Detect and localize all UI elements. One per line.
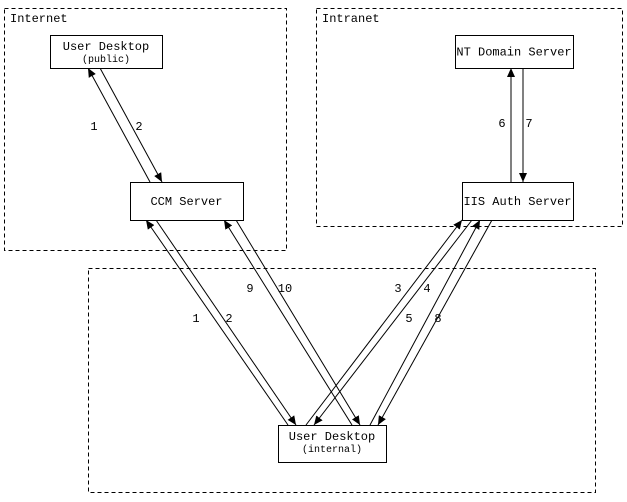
zones-layer: Internet Intranet <box>4 8 623 493</box>
edge-line-e3-iis-internal <box>305 219 463 426</box>
edge-label-e2-public-ccm: 2 <box>135 120 142 134</box>
node-nt-domain-server <box>455 35 574 69</box>
node-title-ccm-server: CCM Server <box>150 195 222 209</box>
zone-internet <box>4 8 287 251</box>
edge-label-e10-ccm-internal: 10 <box>278 282 292 296</box>
edge-line-e2-ccm-internal <box>155 219 297 426</box>
zone-internal-zone <box>88 268 596 493</box>
edge-label-e1-public-ccm: 1 <box>90 120 97 134</box>
node-subtitle-user-desktop-internal: (internal) <box>302 444 362 456</box>
edge-label-e7-nt-iis: 7 <box>525 117 532 131</box>
edge-line-e1-public-ccm <box>87 67 151 183</box>
zone-label-intranet: Intranet <box>322 12 380 26</box>
edge-label-e6-nt-iis: 6 <box>498 117 505 131</box>
edge-label-e3-iis-internal: 3 <box>394 282 401 296</box>
edge-label-e8-iis-internal: 8 <box>434 312 441 326</box>
edge-line-e4-iis-internal <box>313 219 473 426</box>
edge-line-e9-ccm-internal <box>223 219 353 426</box>
edge-label-e5-iis-internal: 5 <box>405 312 412 326</box>
node-ccm-server <box>130 182 244 221</box>
zone-label-internet: Internet <box>10 12 68 26</box>
edges-layer: 1 2 6 7 9 10 1 2 3 4 5 8 <box>87 67 533 426</box>
node-title-nt-domain-server: NT Domain Server <box>456 46 571 60</box>
edge-line-e10-ccm-internal <box>235 219 361 426</box>
edge-label-e2-ccm-internal: 2 <box>225 312 232 326</box>
edge-label-e4-iis-internal: 4 <box>423 282 430 296</box>
node-subtitle-user-desktop-public: (public) <box>82 54 130 66</box>
node-user-desktop-internal <box>278 425 387 463</box>
node-iis-auth-server <box>462 182 574 221</box>
edge-label-e9-ccm-internal: 9 <box>246 282 253 296</box>
node-title-iis-auth-server: IIS Auth Server <box>463 195 571 209</box>
edge-line-e2-public-ccm <box>99 67 163 183</box>
edge-label-e1-ccm-internal: 1 <box>192 312 199 326</box>
edge-line-e1-ccm-internal <box>145 219 289 426</box>
edge-line-e5-iis-internal <box>369 219 481 426</box>
node-user-desktop-public <box>50 35 163 69</box>
node-title-user-desktop-public: User Desktop <box>63 40 149 54</box>
zone-intranet <box>316 8 623 227</box>
edge-line-e8-iis-internal <box>377 219 493 426</box>
node-title-user-desktop-internal: User Desktop <box>289 430 375 444</box>
